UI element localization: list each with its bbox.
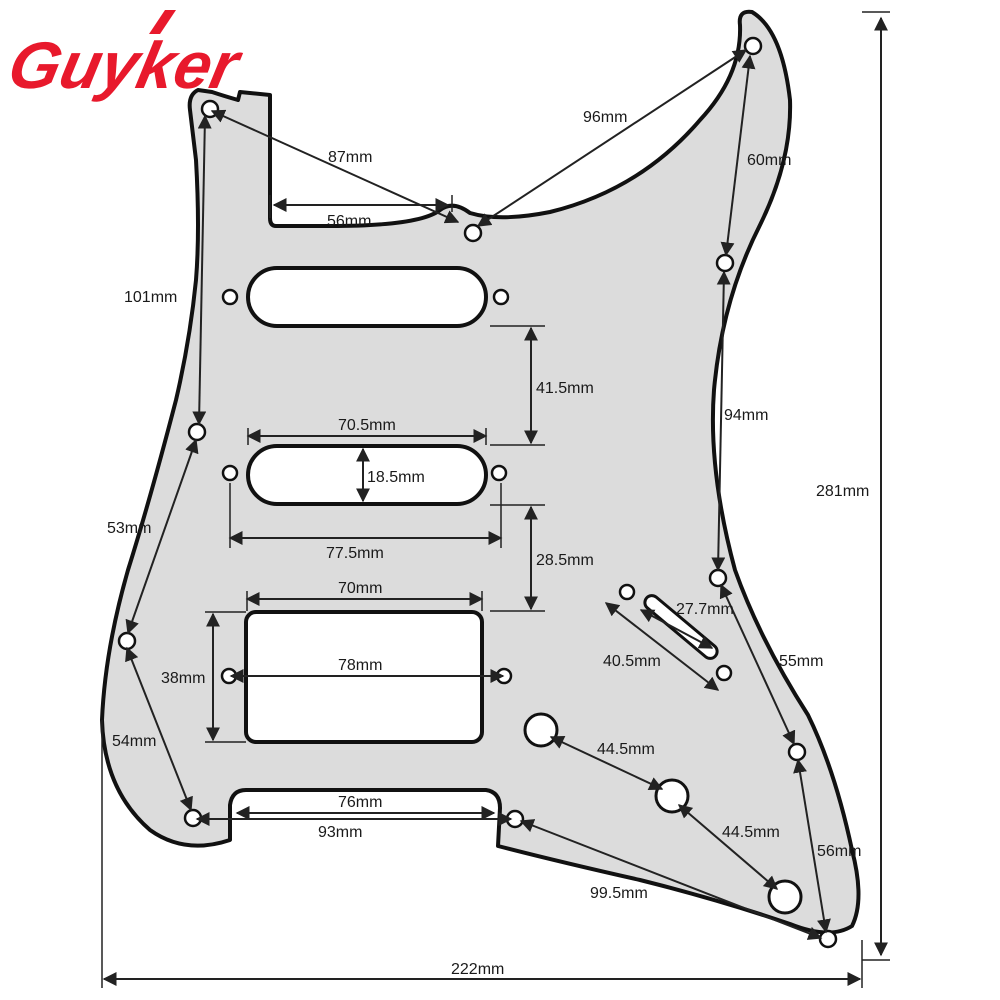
dim-label: 70.5mm [338,417,396,434]
dim-line [549,736,664,790]
dim-label: 60mm [747,152,791,169]
dim-label: 96mm [583,109,627,126]
pickup-mount-hole [490,464,508,482]
dim-line [519,819,823,940]
screw-hole [715,253,735,273]
dim-label: 222mm [451,961,504,978]
dim-line [720,54,756,257]
screw-hole [708,568,728,588]
screw-hole [463,223,483,243]
dim-label: 76mm [338,794,382,811]
dim-line [476,49,748,227]
screw-hole [743,36,763,56]
dim-line [711,270,731,572]
dim-label: 44.5mm [597,741,655,758]
dim-label: 56mm [327,213,371,230]
screw-hole [187,422,207,442]
dim-line [604,602,720,691]
volume-knob-hole [523,712,559,748]
dim-label: 54mm [112,733,156,750]
switch-mount-hole [618,583,636,601]
tone-knob-hole-1 [654,778,690,814]
dim-label: 38mm [161,670,205,687]
screw-hole [117,631,137,651]
dim-label: 101mm [124,289,177,306]
neck-pickup-cutout [246,266,488,328]
dim-label: 78mm [338,657,382,674]
dim-label: 93mm [318,824,362,841]
dim-label: 94mm [724,407,768,424]
dim-label: 27.7mm [676,601,734,618]
dim-line [125,438,199,635]
screw-hole [818,929,838,949]
dim-label: 18.5mm [367,469,425,486]
dim-label: 44.5mm [722,824,780,841]
dim-label: 56mm [817,843,861,860]
dim-label: 77.5mm [326,545,384,562]
dim-label: 41.5mm [536,380,594,397]
logo-slash-mark [149,10,176,34]
screw-hole [200,99,220,119]
dim-label: 40.5mm [603,653,661,670]
screw-hole [787,742,807,762]
pickup-mount-hole [221,464,239,482]
dim-label: 99.5mm [590,885,648,902]
dim-label: 28.5mm [536,552,594,569]
dim-line [125,646,193,812]
pickup-mount-hole [492,288,510,306]
dim-line [192,114,212,426]
switch-mount-hole [715,664,733,682]
pickup-mount-hole [221,288,239,306]
dim-label: 70mm [338,580,382,597]
brand-logo: Guyker [2,10,248,103]
dim-label: 87mm [328,149,372,166]
dim-label: 281mm [816,483,869,500]
dim-line [719,583,796,746]
dim-label: 53mm [107,520,151,537]
dim-label: 55mm [779,653,823,670]
